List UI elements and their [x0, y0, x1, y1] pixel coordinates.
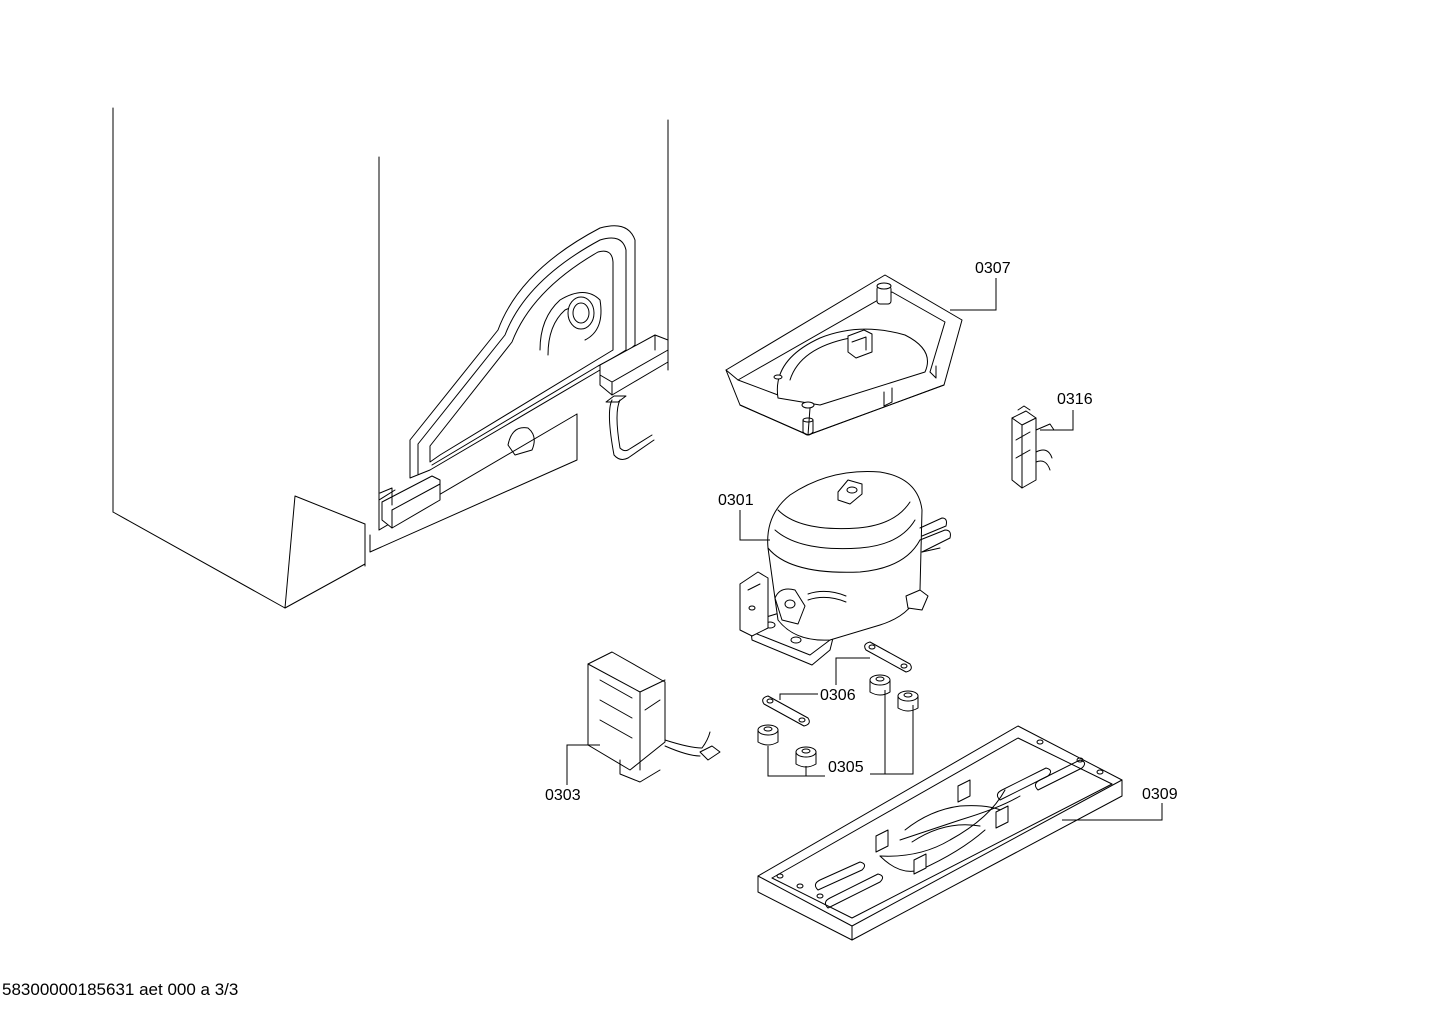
evaporator-tray-0307 — [725, 274, 963, 436]
leader-lines — [566, 278, 1163, 821]
control-box-0303 — [587, 651, 721, 783]
appliance-cabinet — [112, 107, 669, 609]
part-labels: 0307 0316 0301 0306 0305 0303 0309 — [545, 260, 1178, 804]
base-plate-0309 — [757, 725, 1123, 941]
starter-relay-0316 — [1011, 405, 1055, 489]
label-0316: 0316 — [1057, 391, 1093, 408]
label-0309: 0309 — [1142, 786, 1178, 803]
mounting-clip-0306 — [762, 641, 912, 727]
label-0306: 0306 — [820, 687, 856, 704]
label-0303: 0303 — [545, 787, 581, 804]
compressor-0301 — [739, 471, 951, 666]
label-0301: 0301 — [718, 492, 754, 509]
label-0305: 0305 — [828, 759, 864, 776]
document-id: 58300000185631 aet 000 a 3/3 — [2, 980, 239, 999]
label-0307: 0307 — [975, 260, 1011, 277]
